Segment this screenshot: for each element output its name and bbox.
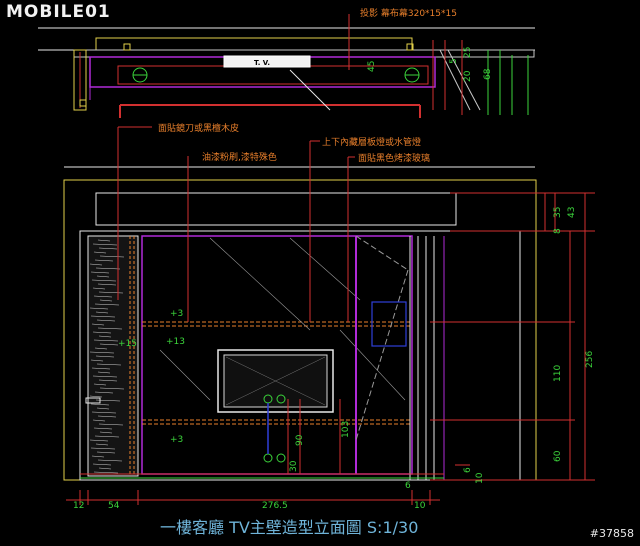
dim-right-43: 43 <box>567 207 577 218</box>
wood-grain-stroke <box>95 355 115 358</box>
dim-top-68: 68 <box>483 68 493 80</box>
wood-grain-stroke <box>92 375 118 378</box>
dim-right-6a: 6 <box>463 467 473 473</box>
wood-grain-stroke <box>90 447 116 450</box>
mobile01-logo: MOBILE01 <box>6 2 111 22</box>
wood-grain-stroke <box>93 471 119 474</box>
wood-grain-stroke <box>94 259 114 262</box>
dim-bottom-54: 54 <box>108 501 120 511</box>
wood-grain-stroke <box>99 431 113 434</box>
wood-grain-stroke <box>89 263 103 266</box>
dim-mid-90: 90 <box>295 434 305 446</box>
wood-grain-stroke <box>97 283 117 286</box>
wood-grain-stroke <box>89 439 109 442</box>
wood-grain-stroke <box>92 243 118 246</box>
dim-bottom-276: 276.5 <box>262 501 288 511</box>
wood-grain-stroke <box>98 379 118 382</box>
dim-bottom-12: 12 <box>73 501 84 511</box>
level-plus-3-top: +3 <box>170 309 183 319</box>
level-plus-13: +13 <box>166 337 185 347</box>
wood-grain-stroke <box>93 383 107 386</box>
wood-grain-stroke <box>98 423 124 426</box>
wood-grain-stroke <box>97 327 123 330</box>
dim-right-35: 35 <box>553 207 563 218</box>
drawing-caption: 一樓客廳 TV主壁造型立面圖 S:1/30 <box>160 518 419 537</box>
dimension-text: 45 25 20 5 68 35 43 8 256 110 60 6 10 6 … <box>73 47 595 511</box>
wood-grain-stroke <box>91 367 111 370</box>
wood-grain-stroke <box>97 371 111 374</box>
wood-grain-stroke <box>98 335 112 338</box>
wood-grain-stroke <box>91 323 105 326</box>
wood-grain-stroke <box>92 331 112 334</box>
wood-grain-stroke <box>93 339 119 342</box>
wood-grain-stroke <box>99 299 113 302</box>
level-plus-3-bottom: +3 <box>170 435 183 445</box>
wood-grain-stroke <box>99 255 125 258</box>
label-black-glass: 面貼黑色烤漆玻璃 <box>358 152 430 164</box>
wood-grain-stroke <box>96 407 110 410</box>
wood-grain-stroke <box>94 303 120 306</box>
wood-grain-stroke <box>94 435 120 438</box>
label-projector-screen: 投影 幕布幕320*15*15 <box>360 7 457 19</box>
dim-right-10a: 10 <box>475 472 485 484</box>
wood-grain-stroke <box>90 359 104 362</box>
wood-grain-stroke <box>98 467 112 470</box>
dim-right-6b: 6 <box>405 481 411 491</box>
wood-grain-stroke <box>95 443 109 446</box>
wood-grain-stroke <box>91 279 117 282</box>
wood-grain-stroke <box>91 411 117 414</box>
wood-grain-stroke <box>98 247 118 250</box>
dim-right-8: 8 <box>553 228 563 234</box>
watermark-id: #37858 <box>589 527 634 540</box>
wood-grain-stroke <box>95 267 121 270</box>
dim-right-60: 60 <box>553 450 563 462</box>
wood-grain-stroke <box>95 311 109 314</box>
level-plus-15: +15 <box>118 339 137 349</box>
dim-right-110: 110 <box>553 365 563 382</box>
wood-grain-stroke <box>89 307 109 310</box>
wood-grain-stroke <box>99 343 119 346</box>
wood-grain-stroke <box>90 271 110 274</box>
wood-grain-stroke <box>90 315 116 318</box>
dim-top-45: 45 <box>367 61 377 72</box>
wood-grain-stroke <box>92 287 106 290</box>
wood-grain-stroke <box>93 251 107 254</box>
dim-bottom-10: 10 <box>414 501 426 511</box>
wood-grain-stroke <box>97 415 117 418</box>
annotation-labels: 投影 幕布幕320*15*15 T. V. 面貼鏡刀或黑檀木皮 上下內藏層板燈或… <box>158 7 457 164</box>
wood-grain-stroke <box>99 387 125 390</box>
dim-top-20: 20 <box>463 70 473 82</box>
wood-grain-stroke <box>92 419 106 422</box>
dim-top-5: 5 <box>449 58 459 64</box>
wood-grain-stroke <box>97 239 111 242</box>
wood-grain-stroke <box>96 319 116 322</box>
wall-elevation <box>63 126 595 505</box>
wood-grain-stroke <box>96 363 122 366</box>
wood-grain-stroke <box>94 391 114 394</box>
dim-mid-103: 103 <box>341 421 351 438</box>
wood-grain-stroke <box>91 455 105 458</box>
wood-grain-stroke <box>96 275 110 278</box>
label-hidden-lights: 上下內藏層板燈或水管燈 <box>322 136 421 148</box>
dim-top-25: 25 <box>463 47 473 58</box>
wood-grain-stroke <box>94 347 108 350</box>
wood-grain-stroke <box>97 459 123 462</box>
wood-grain-stroke <box>90 403 110 406</box>
wood-grain-stroke <box>93 295 113 298</box>
ceiling-section <box>38 14 535 118</box>
wood-grain-stroke <box>96 451 116 454</box>
wood-grain-stroke <box>98 291 124 294</box>
wood-grain-stroke <box>89 395 103 398</box>
dim-right-256: 256 <box>585 351 595 368</box>
label-paint-special: 油漆粉刷,漆特殊色 <box>202 151 277 163</box>
wood-grain-stroke <box>89 351 115 354</box>
wood-grain-stroke <box>92 463 112 466</box>
label-tv: T. V. <box>254 59 270 67</box>
dim-mid-30: 30 <box>289 460 299 472</box>
wood-grain-stroke <box>93 427 113 430</box>
label-mirror-or-wood: 面貼鏡刀或黑檀木皮 <box>158 122 239 134</box>
